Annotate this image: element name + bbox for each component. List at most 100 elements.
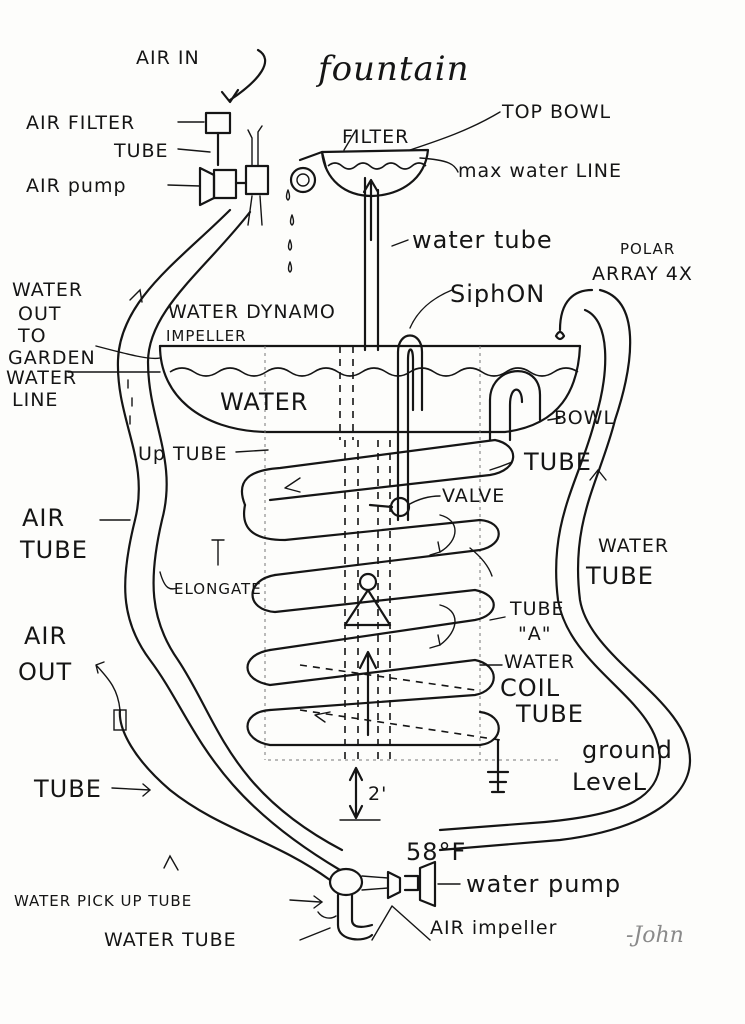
coil-arrow-3 xyxy=(429,604,456,649)
coil-2 xyxy=(242,503,500,577)
label-water-pickup-tube: WATER PICK UP TUBE xyxy=(14,892,192,910)
right-water-tube-outer xyxy=(438,288,692,852)
left-tube-outer xyxy=(116,208,342,872)
label-up-tube: Up TUBE xyxy=(138,443,228,465)
pump-connection xyxy=(361,875,389,891)
bowl-tube xyxy=(488,370,561,442)
label-water-out-2: OUT xyxy=(18,303,61,325)
label-siphon: SiphON xyxy=(450,280,545,308)
label-water-out-4: GARDEN xyxy=(8,347,96,369)
left-tube-arrow xyxy=(129,288,143,303)
right-water-tube-inner xyxy=(438,308,662,832)
label-water-line-2: LINE xyxy=(12,389,58,411)
main-bowl xyxy=(67,288,594,760)
signature: -John xyxy=(626,923,684,948)
label-top-bowl: TOP BOWL xyxy=(501,101,611,123)
outer-tubes xyxy=(95,208,692,882)
air-out-cap xyxy=(113,709,127,731)
water-tube-leader xyxy=(391,239,409,247)
label-water-tube-right-2: TUBE xyxy=(585,562,654,590)
center-up-arrow xyxy=(358,650,378,737)
bottom-pumps xyxy=(289,860,461,941)
garden-leader xyxy=(95,345,161,360)
coil-1 xyxy=(240,438,515,507)
label-air-out-2: OUT xyxy=(18,658,72,686)
top-bowl-leader xyxy=(409,111,501,151)
siphon-tube xyxy=(396,334,424,522)
pickup-curl xyxy=(317,911,337,919)
label-air-tube-2: TUBE xyxy=(19,536,88,564)
label-water-out-3: TO xyxy=(17,325,47,347)
label-water-pump: water pump xyxy=(466,870,621,898)
label-polar: POLAR xyxy=(620,240,675,258)
dimension-arrow xyxy=(348,766,364,820)
bowl-tube-elbow xyxy=(488,370,542,442)
label-water-tube-right-1: WATER xyxy=(598,535,669,557)
ground-symbol xyxy=(486,738,510,794)
cone-nozzle xyxy=(343,588,392,627)
inner-tubes xyxy=(235,440,513,760)
valve-upper xyxy=(389,496,411,518)
polar-array-drip xyxy=(554,330,566,341)
water-tube-bottom-leader xyxy=(299,927,331,941)
water-coil xyxy=(159,438,515,747)
tube-a-leader xyxy=(489,616,506,621)
label-water-tube-bottom: WATER TUBE xyxy=(104,929,237,951)
pump-legs xyxy=(247,195,263,226)
air-pump-motor xyxy=(244,164,270,196)
coil-dash-diag-2 xyxy=(299,664,476,691)
air-in-arrow xyxy=(228,48,267,102)
label-level: LeveL xyxy=(572,768,647,796)
pickup-tube-bulb xyxy=(328,867,364,897)
center-tube-arrow xyxy=(362,178,380,242)
water-tube-bottom-loop xyxy=(336,893,374,941)
air-in-arrowhead xyxy=(220,88,240,104)
coil-5 xyxy=(246,708,500,747)
label-impeller: IMPELLER xyxy=(166,327,247,345)
air-filter-box xyxy=(204,111,232,135)
label-water-out-1: WATER xyxy=(12,279,83,301)
diagram-title: fountain xyxy=(315,49,470,89)
up-tube-leader xyxy=(235,449,269,453)
label-temperature: 58°F xyxy=(406,838,466,866)
label-tube-a-2: "A" xyxy=(518,623,551,645)
label-max-water-line: max water LINE xyxy=(458,160,622,182)
label-valve: VALVE xyxy=(442,485,505,507)
label-dimension: 2' xyxy=(368,783,387,805)
label-water-coil-2: COIL xyxy=(500,674,560,702)
coil-4 xyxy=(246,648,495,712)
top-bowl-shape xyxy=(320,148,430,198)
label-water-coil-1: WATER xyxy=(504,651,575,673)
water-pump-body xyxy=(418,860,437,908)
coil-arrow-4 xyxy=(314,711,331,723)
air-out-tube xyxy=(118,708,332,882)
bowl-leader xyxy=(547,417,561,421)
label-air-impeller: AIR impeller xyxy=(430,917,557,939)
label-air-pump: AIR pump xyxy=(26,175,127,197)
air-out-arrow xyxy=(95,661,121,711)
label-water-line-1: WATER xyxy=(6,367,77,389)
label-polar-array: ARRAY 4X xyxy=(592,263,693,285)
air-impeller-leader xyxy=(371,905,431,941)
valve-leader xyxy=(407,495,441,506)
pickup-leader xyxy=(289,895,324,909)
dynamo-wheel xyxy=(289,166,317,194)
valve-lower xyxy=(358,572,378,592)
label-air-in: AIR IN xyxy=(136,47,200,69)
valve-upper-handle xyxy=(368,503,394,509)
bowl-tube-elbow-inner xyxy=(508,388,524,442)
label-water: WATER xyxy=(220,388,308,416)
coil-arrow-1 xyxy=(284,477,301,493)
dynamo-hub xyxy=(296,173,310,187)
elongate-bracket-right xyxy=(469,547,493,577)
pump-shaft xyxy=(403,874,420,892)
label-water-dynamo: WATER DYNAMO xyxy=(168,301,336,323)
air-system xyxy=(167,48,328,273)
tube-left-leader xyxy=(111,783,152,797)
top-bowl xyxy=(320,111,501,198)
label-tube-right: TUBE xyxy=(523,448,592,476)
label-tube-top: TUBE xyxy=(113,140,169,162)
label-air-filter: AIR FILTER xyxy=(26,112,135,134)
